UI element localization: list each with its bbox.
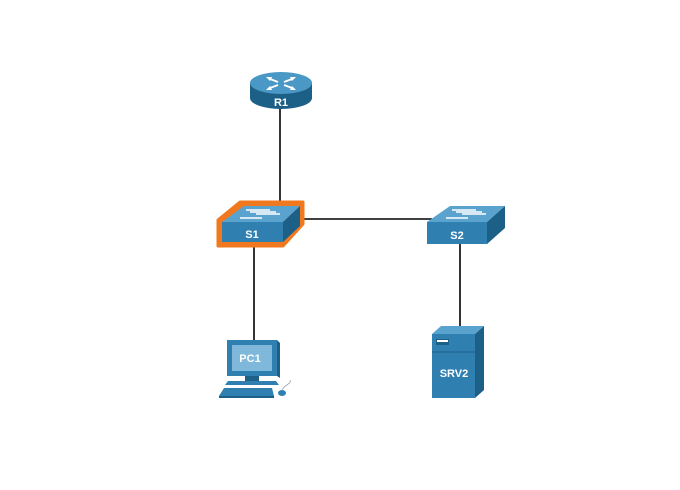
device-label-srv2: SRV2 (440, 368, 469, 380)
server-icon (432, 326, 484, 398)
switch-s1[interactable]: S1 (216, 200, 305, 248)
router-icon (250, 72, 312, 109)
server-srv2[interactable]: SRV2 (432, 326, 484, 398)
device-label-r1: R1 (274, 97, 288, 109)
device-label-s1: S1 (245, 229, 258, 241)
pc-icon (219, 340, 291, 398)
switch-icon (222, 206, 300, 242)
switch-icon (427, 206, 505, 244)
links (253, 108, 461, 340)
device-label-s2: S2 (450, 230, 463, 242)
pc-pc1[interactable]: PC1 (219, 340, 291, 398)
device-label-pc1: PC1 (239, 353, 260, 365)
switch-s2[interactable]: S2 (427, 206, 505, 244)
router-r1[interactable]: R1 (250, 72, 312, 109)
